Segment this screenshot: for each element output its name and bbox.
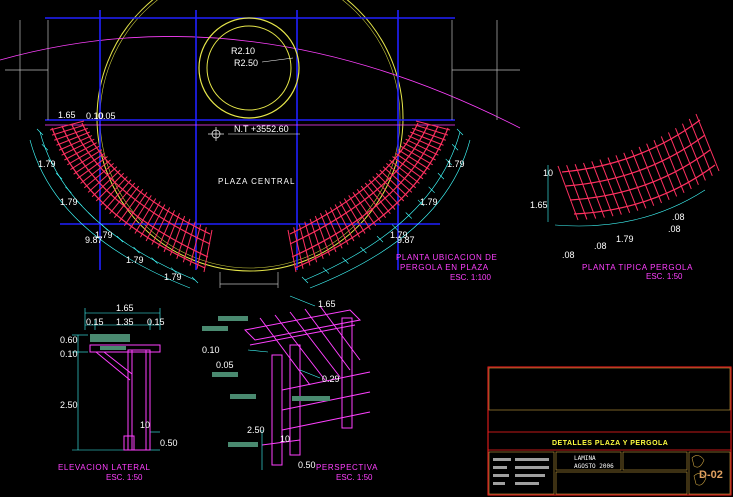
plan-dim-1-79-b: 1.79 xyxy=(60,197,78,207)
elev-dim-10: 10 xyxy=(140,420,150,430)
radius-outer-label: R2.50 xyxy=(234,58,258,68)
persp-dim-0-10: 0.10 xyxy=(202,345,220,355)
elevation-view: 1.65 0.15 1.35 0.15 0.60 0.10 2.50 10 0.… xyxy=(58,303,178,482)
plan-dim-9-87-a: 9.87 xyxy=(85,235,103,245)
plan-dim-1-79-h: 1.79 xyxy=(390,230,408,240)
elev-title: ELEVACION LATERAL xyxy=(58,463,151,472)
plan-dim-1-79-f: 1.79 xyxy=(447,159,465,169)
elev-dim-0-15-a: 0.15 xyxy=(86,317,104,327)
persp-title: PERSPECTIVA xyxy=(316,463,378,472)
typical-dim-08-b: .08 xyxy=(594,241,607,251)
typical-dim-1-65: 1.65 xyxy=(530,200,548,210)
plan-title-line1: PLANTA UBICACION DE xyxy=(396,253,498,262)
fountain-inner-circle xyxy=(206,25,292,111)
radius-leader xyxy=(261,57,294,63)
plaza-magenta-arc xyxy=(0,36,521,129)
typical-title: PLANTA TIPICA PERGOLA xyxy=(582,263,693,272)
plan-dim-0-10: 0.10 xyxy=(86,111,104,121)
level-marker-icon xyxy=(208,127,224,141)
fountain-outer-circle xyxy=(198,17,300,119)
plan-title-line2: PERGOLA EN PLAZA xyxy=(400,263,489,272)
pergola-left xyxy=(49,120,213,273)
typical-dim-08-a: .08 xyxy=(562,250,575,260)
elev-scale: ESC. 1:50 xyxy=(106,473,143,482)
plaza-outer-circle xyxy=(96,0,404,272)
plan-scale: ESC. 1:100 xyxy=(450,273,491,282)
title-block-field-a: LAMINA xyxy=(574,455,596,462)
elev-dim-0-10: 0.10 xyxy=(60,349,78,359)
plan-dim-1-79-d: 1.79 xyxy=(126,255,144,265)
elev-dim-0-15-b: 0.15 xyxy=(147,317,165,327)
plaza-central-label: PLAZA CENTRAL xyxy=(218,177,295,186)
radius-inner-label: R2.10 xyxy=(231,46,255,56)
plan-dim-1-79-c: 1.79 xyxy=(95,230,113,240)
persp-dim-10: 10 xyxy=(280,434,290,444)
pergola-right xyxy=(287,120,451,273)
elev-dim-0-50: 0.50 xyxy=(160,438,178,448)
persp-scale: ESC. 1:50 xyxy=(336,473,373,482)
plan-bottom-gate xyxy=(219,272,279,288)
typical-dim-10: 10 xyxy=(543,168,553,178)
title-block: DETALLES PLAZA Y PERGOLA LAMINA AGOSTO 2… xyxy=(487,366,732,496)
plan-dim-1-79-e: 1.79 xyxy=(164,272,182,282)
elev-dim-1-35: 1.35 xyxy=(116,317,134,327)
plan-dim-1-79-a: 1.79 xyxy=(38,159,56,169)
typical-pergola-view: 1.65 10 1.79 .08 .08 .08 .08 PLANTA TIPI… xyxy=(530,113,720,281)
typical-dim-08-c: .08 xyxy=(668,224,681,234)
elev-dim-1-65: 1.65 xyxy=(116,303,134,313)
elev-dim-0-60: 0.60 xyxy=(60,335,78,345)
typical-scale: ESC. 1:50 xyxy=(646,272,683,281)
plan-side-stubs xyxy=(5,20,520,120)
plan-dim-9-87-b: 9.87 xyxy=(397,235,415,245)
persp-dim-0-05: 0.05 xyxy=(216,360,234,370)
persp-dim-1-65: 1.65 xyxy=(318,299,336,309)
plan-dim-1-79-g: 1.79 xyxy=(420,197,438,207)
typical-dim-1-79: 1.79 xyxy=(616,234,634,244)
plan-dim-1-65: 1.65 xyxy=(58,110,76,120)
persp-dim-0-29: 0.29 xyxy=(322,374,340,384)
persp-dim-2-50: 2.50 xyxy=(247,425,265,435)
perspective-view: 1.65 0.10 0.05 0.29 2.50 10 0.50 PERSPEC… xyxy=(202,295,378,482)
seal-icon xyxy=(691,455,707,486)
plan-dim-0-05: 0.05 xyxy=(98,111,116,121)
plan-view: R2.10 R2.50 N.T +3552.60 PLAZA CENTRAL xyxy=(0,0,521,289)
elev-dim-2-50: 2.50 xyxy=(60,400,78,410)
title-block-drawing-title: DETALLES PLAZA Y PERGOLA xyxy=(552,440,668,447)
title-block-field-b: AGOSTO 2006 xyxy=(574,463,614,470)
typical-dim-08-d: .08 xyxy=(672,212,685,222)
title-block-sheet-number: D-02 xyxy=(699,469,723,481)
level-label: N.T +3552.60 xyxy=(234,124,289,134)
persp-dim-0-50: 0.50 xyxy=(298,460,316,470)
